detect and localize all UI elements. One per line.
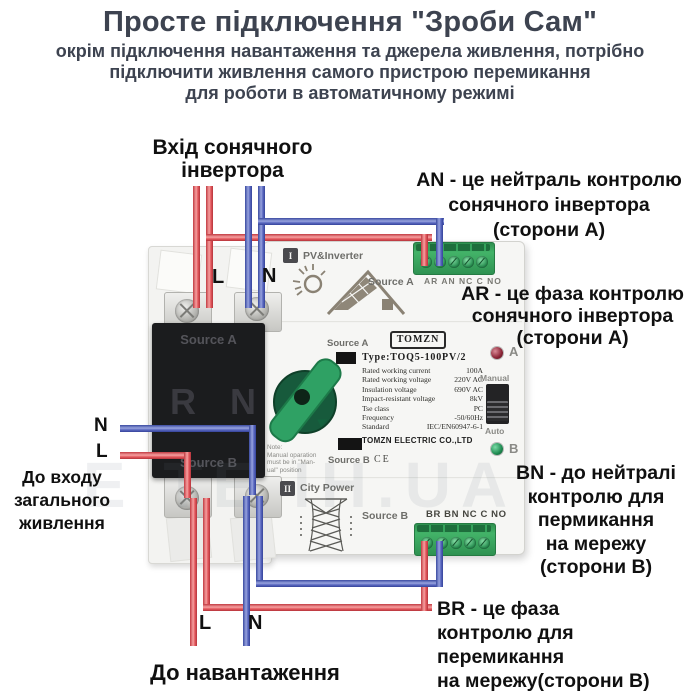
breaker-module: Source A R N Source B — [152, 323, 265, 478]
wire-solar-n — [245, 186, 252, 308]
wire-ar-horizontal — [206, 234, 432, 241]
wire-load-n — [243, 496, 250, 646]
wire-solar-l — [193, 186, 200, 308]
label-left-n: N — [94, 415, 108, 436]
terminal-screw-nc — [450, 537, 462, 549]
label-bottom-l: L — [199, 612, 212, 634]
subtitle-line: підключити живлення самого пристрою пере… — [109, 62, 591, 82]
label-bottom-n: N — [248, 612, 263, 634]
watermark: Е ТЕ ІН.UA — [82, 449, 518, 521]
annotation-an: AN - це нейтраль контролю сонячного інве… — [416, 169, 682, 241]
annotation-bn: BN - до нейтралі контролю для пермикання… — [516, 462, 676, 578]
terminal-strip — [417, 525, 491, 532]
terminal-screw-no — [476, 256, 488, 268]
wire-mains-n-drop — [249, 425, 256, 495]
breaker-source-a-label: Source A — [180, 332, 237, 347]
section-one-icon: I — [283, 248, 298, 263]
terminal-screw-no — [478, 537, 490, 549]
led-b-label: B — [509, 441, 519, 456]
indicator-window-b — [338, 438, 362, 450]
rotary-knob — [269, 358, 342, 443]
page-title: Просте підключення "Зроби Сам" — [102, 6, 598, 38]
led-a — [491, 347, 503, 359]
breaker-source-b-label: Source B — [179, 455, 238, 470]
brand-logo: TOMZN — [390, 331, 446, 349]
wire-bn-vertical — [256, 496, 263, 587]
type-line: Type:TOQ5-100PV/2 — [362, 352, 467, 363]
slider-ridges — [487, 401, 508, 421]
label-top-n: N — [262, 265, 277, 287]
panel-divider — [264, 477, 522, 479]
mains-input-label: До входу загального живлення — [13, 467, 111, 533]
page-subtitle: окрім підключення навантаження та джерел… — [0, 41, 700, 104]
pv-inverter-label: PV&Inverter — [303, 250, 364, 262]
wire-load-l — [190, 498, 197, 646]
annotation-ar: AR - це фаза контролю сонячного інвертор… — [461, 283, 684, 349]
breaker-pole-r: R — [170, 381, 196, 422]
terminal-a-labels: AR AN NC C NO — [424, 276, 502, 286]
section-two-icon: II — [280, 481, 295, 496]
wire-bn-horizontal — [256, 580, 443, 587]
wire-mains-l-drop — [184, 452, 191, 498]
source-b-small-label: Source B — [328, 455, 370, 466]
wire-mains-n-horizontal — [120, 425, 256, 432]
wire-br-horizontal — [203, 604, 432, 611]
wire-an-drop — [436, 218, 443, 266]
note-text: Note: Manual oparation must be in "Man- … — [267, 444, 317, 474]
subtitle-line: окрім підключення навантаження та джерел… — [55, 41, 645, 61]
panel-divider — [264, 321, 522, 323]
wire-mains-l-horizontal — [120, 452, 191, 459]
indicator-window-a — [336, 352, 356, 364]
wire-solar-n-tap — [258, 186, 265, 308]
annotation-br: BR - це фаза контролю для перемикання на… — [437, 598, 650, 692]
wire-an-horizontal — [258, 218, 444, 225]
source-a-small-label: Source A — [327, 338, 369, 349]
city-power-label: City Power — [300, 482, 355, 494]
sun-icon — [292, 264, 326, 296]
terminal-screw-nc — [448, 256, 460, 268]
wire-br-riser — [421, 541, 428, 611]
mode-slider — [486, 384, 509, 424]
ce-mark: CE — [374, 454, 391, 465]
label-left-l: L — [96, 441, 108, 462]
auto-label: Auto — [485, 426, 505, 436]
terminal-screw-c — [464, 537, 476, 549]
house-solar-icon — [326, 269, 406, 316]
section-numeral: I — [288, 250, 293, 261]
led-a-label: A — [509, 344, 519, 359]
terminal-screw-c — [462, 256, 474, 268]
tower-icon — [300, 498, 352, 552]
load-label: До навантаження — [150, 660, 340, 685]
spec-row: Frequency-50/60Hz — [362, 413, 483, 423]
terminal-b-labels: BR BN NC C NO — [426, 509, 507, 520]
breaker-pole-n: N — [230, 381, 256, 422]
wire-ar-drop — [421, 234, 428, 266]
solar-input-label: Вхід сонячного інвертора — [152, 136, 313, 182]
manual-label: Manual — [480, 373, 510, 383]
section-numeral: II — [283, 483, 291, 494]
wire-solar-l-tap — [206, 186, 213, 308]
source-b-lower-label: Source B — [362, 510, 409, 522]
source-a-top-label: Source A — [368, 276, 414, 288]
wire-br-vertical — [203, 498, 210, 611]
wire-bn-riser — [436, 541, 443, 587]
subtitle-line: для роботи в автоматичному режимі — [185, 83, 515, 103]
label-top-l: L — [212, 266, 225, 288]
company-line: TOMZN ELECTRIC CO.,LTD — [362, 436, 473, 445]
terminal-strip — [416, 244, 490, 251]
led-b — [491, 443, 503, 455]
